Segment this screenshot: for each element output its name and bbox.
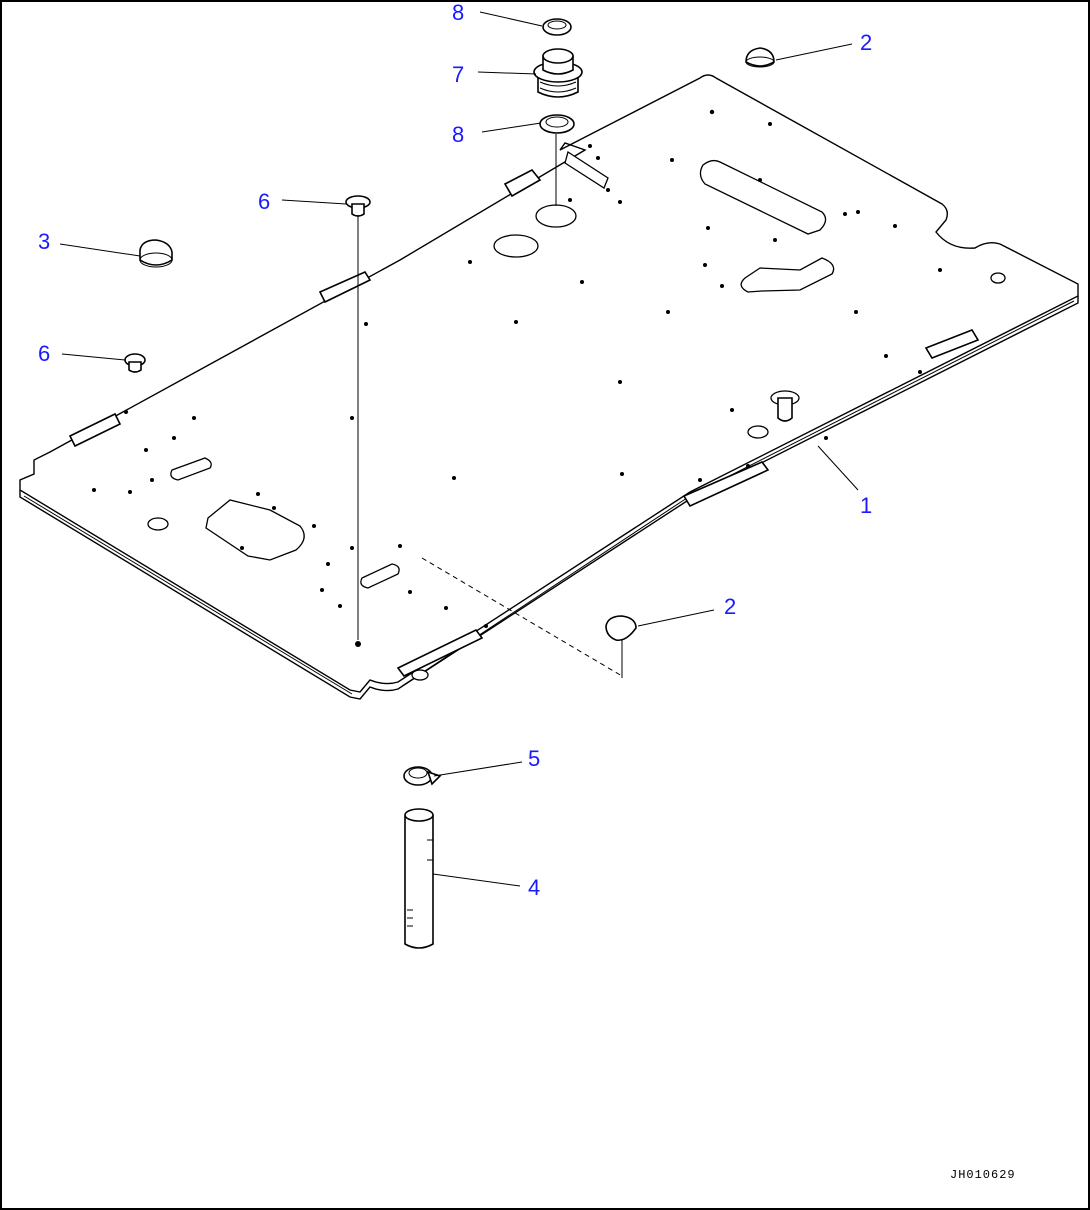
callout-2-lower: 2 bbox=[724, 594, 736, 619]
part-8-lower-ring bbox=[539, 114, 575, 134]
part-5-hose-clamp bbox=[403, 766, 442, 786]
part-6-upper-bolt bbox=[345, 195, 371, 217]
plate-holes bbox=[92, 109, 942, 647]
part-3-grommet bbox=[139, 239, 173, 268]
part-2-lower-cap bbox=[605, 615, 637, 642]
callout-3: 3 bbox=[38, 229, 50, 254]
callout-1: 1 bbox=[860, 493, 872, 518]
part-6-lower-bolt bbox=[124, 353, 146, 373]
part-8-upper-ring bbox=[542, 18, 572, 36]
callout-2-upper: 2 bbox=[860, 30, 872, 55]
callout-5: 5 bbox=[528, 746, 540, 771]
part-4-hose bbox=[404, 808, 434, 949]
drawing-code: JH010629 bbox=[950, 1168, 1016, 1182]
callout-6-lower: 6 bbox=[38, 341, 50, 366]
part-2-upper-cap bbox=[745, 47, 775, 68]
part-7-plug bbox=[533, 48, 583, 98]
floor-plate bbox=[19, 74, 1079, 700]
callout-8-upper: 8 bbox=[452, 0, 464, 25]
callout-8-lower: 8 bbox=[452, 122, 464, 147]
callout-4: 4 bbox=[528, 875, 540, 900]
callout-7: 7 bbox=[452, 62, 464, 87]
callout-6-upper: 6 bbox=[258, 189, 270, 214]
